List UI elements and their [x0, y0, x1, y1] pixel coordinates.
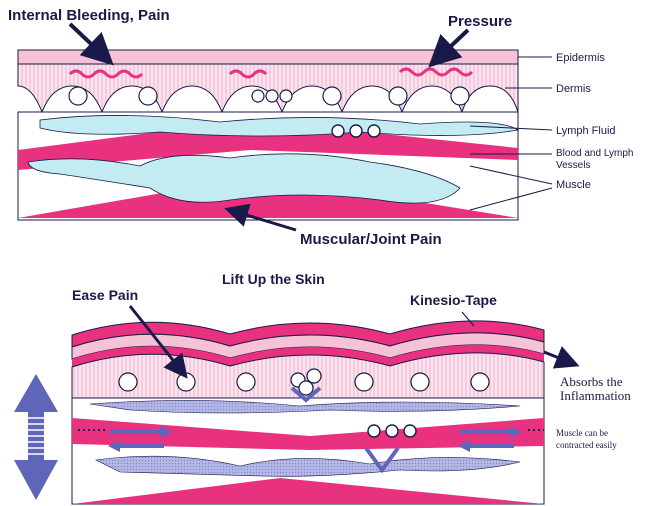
label-absorbs-1: Absorbs the [560, 374, 623, 389]
title-bleeding: Internal Bleeding, Pain [8, 7, 170, 24]
bottom-panel: Lift Up the Skin Ease Pain Kinesio-Tape [14, 271, 631, 504]
label-ease-pain: Ease Pain [72, 287, 138, 303]
label-muscle-note-1: Muscle can be [556, 428, 608, 438]
label-muscle-note-2: contracted easily [556, 440, 617, 450]
label-dermis: Dermis [556, 83, 591, 95]
label-lymph-fluid: Lymph Fluid [556, 125, 616, 137]
top-panel: Internal Bleeding, Pain Pressure Epiderm… [8, 7, 633, 248]
label-muscle: Muscle [556, 179, 591, 191]
label-absorbs-2: Inflammation [560, 388, 631, 403]
lift-double-arrow [14, 374, 58, 500]
label-epidermis: Epidermis [556, 52, 605, 64]
bottom-lymph-circles [368, 425, 416, 437]
label-kinesio-tape: Kinesio-Tape [410, 292, 497, 308]
absorbs-arrow [544, 352, 574, 364]
title-lift-skin: Lift Up the Skin [222, 271, 325, 287]
label-blood-lymph-2: Vessels [556, 160, 590, 171]
label-blood-lymph-1: Blood and Lymph [556, 148, 633, 159]
top-dermis [18, 64, 518, 112]
title-pressure: Pressure [448, 13, 512, 30]
caption-muscular-pain: Muscular/Joint Pain [300, 231, 442, 248]
top-lymph-circles [332, 125, 380, 137]
